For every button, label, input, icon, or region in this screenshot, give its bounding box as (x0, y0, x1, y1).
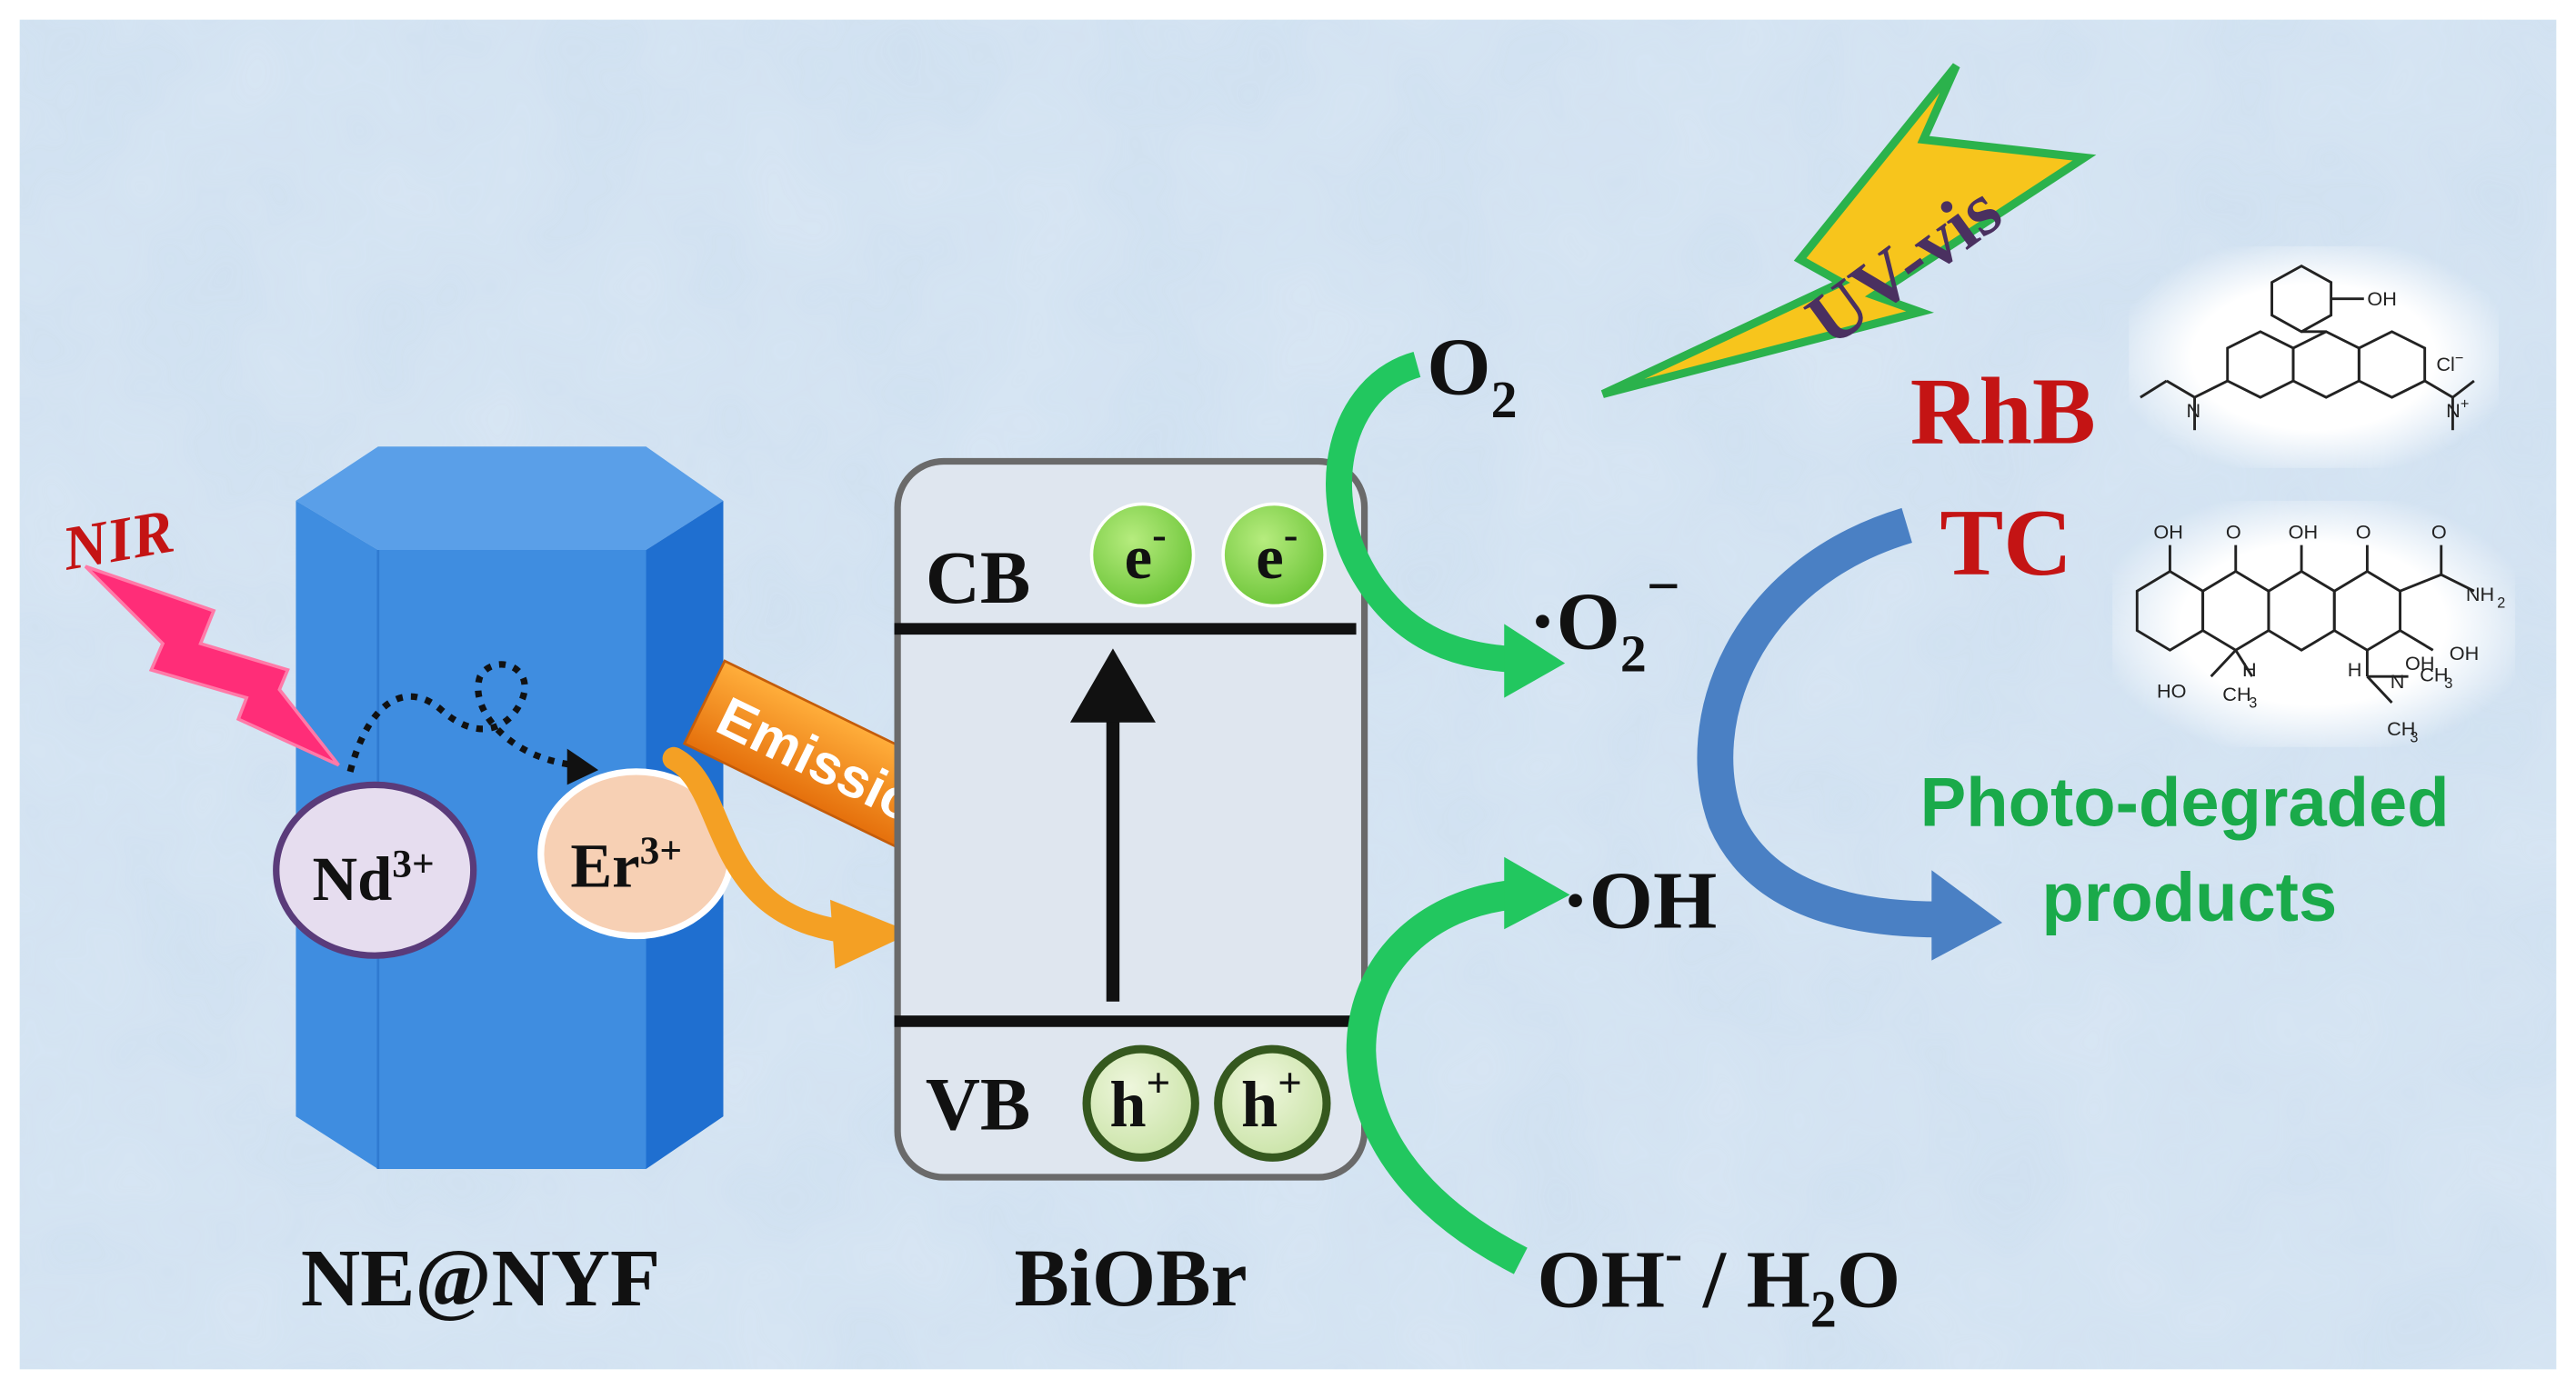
electron-1-charge: - (1152, 511, 1167, 558)
degradation-arrow (1697, 507, 2003, 961)
ne-nyf-label: NE@NYF (301, 1232, 660, 1324)
superoxide-dot: · (1529, 575, 1556, 666)
oxidation-arrow (1346, 856, 1570, 1274)
vb-label: VB (926, 1063, 1031, 1146)
hydroxyl-radical-label: ·OH (1562, 854, 1718, 946)
rhb-n-right: N (2446, 399, 2461, 422)
electron-2-symbol: e (1256, 523, 1283, 592)
uv-vis-bolt-icon (1600, 63, 2097, 398)
tc-atom-label: O (2431, 520, 2447, 543)
oh-charge: - (1665, 1224, 1682, 1283)
h2o-sub: 2 (1810, 1279, 1837, 1338)
hole-2-symbol: h (1241, 1068, 1278, 1141)
superoxide-charge: − (1647, 554, 1680, 619)
products-line1: Photo-degraded (1920, 764, 2450, 842)
tc-atom-label: 3 (2444, 675, 2452, 692)
tc-atom-label: NH (2466, 583, 2494, 605)
products-line2: products (2041, 859, 2337, 936)
rhb-n-charge: + (2461, 396, 2470, 413)
oh-text: OH (1537, 1234, 1665, 1325)
biobr-label: BiOBr (1014, 1232, 1247, 1324)
svg-text:Nd3+: Nd3+ (313, 843, 435, 914)
tc-atom-label: H (2242, 658, 2257, 681)
tc-atom-label: 3 (2249, 694, 2257, 711)
cb-label: CB (926, 535, 1031, 619)
nd-ion-symbol: Nd (313, 844, 393, 914)
electron-1-symbol: e (1125, 523, 1152, 592)
oh-water-label: OH- / H2O (1537, 1224, 1900, 1338)
tc-atom-label: HO (2157, 680, 2187, 703)
h2o-o: O (1837, 1234, 1900, 1325)
tc-atom-label: 2 (2497, 595, 2505, 611)
o2-label: O2 (1427, 321, 1517, 429)
energy-transfer-arrow (346, 661, 599, 785)
biobr-band-box (894, 457, 1368, 1181)
tc-atom-label: 3 (2410, 729, 2418, 745)
superoxide-base: O (1557, 575, 1620, 666)
tc-atom-label: O (2356, 520, 2371, 543)
superoxide-label: ·O2− (1529, 554, 1679, 683)
hole-1-symbol: h (1109, 1068, 1146, 1141)
nir-bolt-icon (84, 565, 340, 767)
rhb-label: RhB (1910, 359, 2096, 465)
emission-flow-arrow (662, 746, 913, 969)
prism-top (296, 446, 724, 551)
hexagonal-prism (296, 446, 724, 1169)
nd-ion-charge: 3+ (392, 843, 434, 886)
tc-atom-label: CH (2222, 683, 2250, 705)
tc-atom-label: H (2348, 658, 2362, 681)
tc-atom-label: N (2391, 670, 2405, 693)
electron-1: e- (1089, 502, 1196, 608)
electron-2: e- (1221, 502, 1327, 608)
tc-atom-label: O (2226, 520, 2241, 543)
nd-ion: Nd3+ (273, 781, 477, 959)
hole-2: h+ (1214, 1044, 1331, 1162)
tc-atom-label: OH (2450, 642, 2480, 665)
svg-text:h+: h+ (1241, 1060, 1302, 1141)
svg-text:Er3+: Er3+ (570, 829, 682, 900)
hole-2-charge: + (1278, 1060, 1302, 1107)
svg-text:e-: e- (1125, 511, 1167, 591)
tc-atom-label: OH (2153, 520, 2183, 543)
svg-text:Cl−: Cl− (2436, 350, 2463, 375)
rhb-cl: Cl (2436, 353, 2454, 375)
o2-base: O (1427, 321, 1490, 413)
svg-text:N+: N+ (2446, 396, 2469, 422)
electron-2-charge: - (1284, 511, 1298, 558)
tc-atom-label: OH (2405, 652, 2435, 675)
hole-1-charge: + (1147, 1060, 1171, 1107)
superoxide-sub: 2 (1620, 625, 1647, 684)
hole-1: h+ (1082, 1044, 1199, 1162)
svg-text:h+: h+ (1109, 1060, 1170, 1141)
rhb-n-left: N (2187, 399, 2201, 422)
er-ion-charge: 3+ (640, 829, 682, 873)
svg-text:e-: e- (1256, 511, 1298, 591)
tc-atom-label: CH (2387, 717, 2415, 740)
rhb-cl-charge: − (2455, 350, 2464, 366)
o2-sub: 2 (1491, 370, 1518, 429)
rhb-structure: OH Cl− N N+ (2129, 245, 2500, 468)
prism-front (296, 500, 647, 1169)
er-ion-symbol: Er (570, 831, 639, 900)
oh-water-separator: / H (1682, 1234, 1810, 1325)
rhb-oh: OH (2367, 287, 2397, 310)
tc-atom-label: OH (2289, 520, 2319, 543)
tc-atom-label: CH (2420, 664, 2448, 686)
tc-label: TC (1940, 490, 2072, 595)
reduction-arrow (1326, 352, 1566, 698)
